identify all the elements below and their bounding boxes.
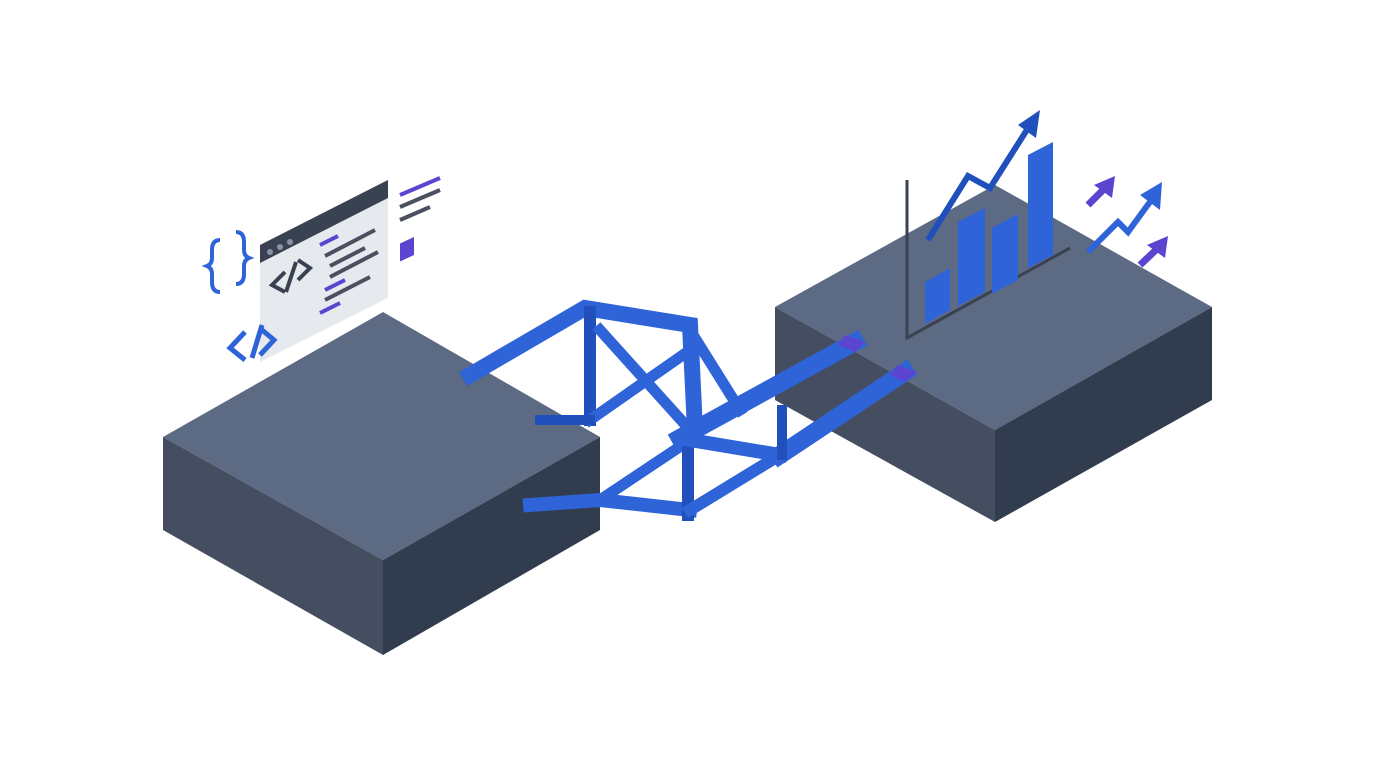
code-window-icon — [260, 180, 388, 362]
up-right-arrow-icon — [1085, 176, 1168, 268]
curly-braces-icon — [201, 230, 255, 294]
bridge-connector — [838, 335, 865, 352]
angle-brackets-icon — [226, 324, 278, 362]
purple-square-icon — [400, 236, 414, 262]
trend-arrow-icon — [925, 110, 1040, 242]
bridge-connector — [890, 365, 917, 382]
bar-chart-icon — [905, 142, 1071, 341]
code-side-lines — [399, 176, 441, 222]
bridge-truss — [459, 299, 918, 521]
left-block — [163, 312, 600, 655]
